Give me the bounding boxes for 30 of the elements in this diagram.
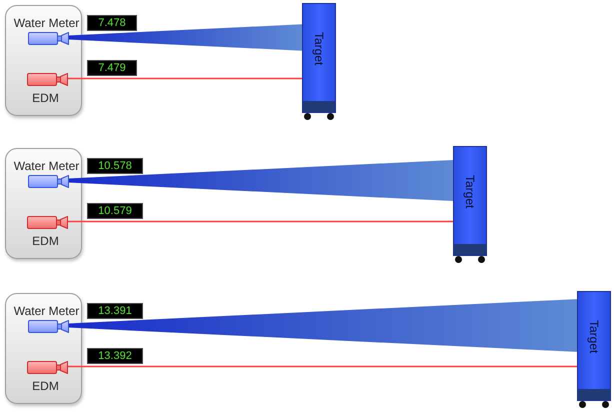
sensor-icon <box>27 73 68 86</box>
target-board <box>453 146 487 256</box>
readout-display: 7.478 <box>87 15 137 31</box>
target-board <box>577 291 611 401</box>
light-beam <box>68 24 302 51</box>
readout-display: 7.479 <box>87 60 137 76</box>
device-panel <box>5 293 82 404</box>
target-label: Target <box>588 320 600 354</box>
sensor-label: Water Meter <box>14 304 80 318</box>
light-beam <box>68 299 577 352</box>
sensor-label: Water Meter <box>14 16 80 30</box>
light-beam <box>68 160 453 201</box>
sensor-label: EDM <box>32 379 59 393</box>
device-panel <box>5 5 82 116</box>
readout-display: 13.392 <box>87 348 143 364</box>
readout-display: 10.578 <box>87 158 143 174</box>
sensor-label: Water Meter <box>14 159 80 173</box>
target-board <box>302 3 336 113</box>
device-panel <box>5 148 82 259</box>
target-label: Target <box>464 175 476 208</box>
sensor-icon <box>27 361 68 374</box>
sensor-icon <box>28 320 69 333</box>
readout-display: 13.391 <box>87 303 143 319</box>
sensor-icon <box>27 216 68 229</box>
sensor-label: EDM <box>32 91 59 105</box>
target-label: Target <box>313 32 325 66</box>
sensor-icon <box>28 175 69 188</box>
sensor-icon <box>28 32 69 45</box>
sensor-label: EDM <box>32 234 59 248</box>
readout-display: 10.579 <box>87 203 143 219</box>
